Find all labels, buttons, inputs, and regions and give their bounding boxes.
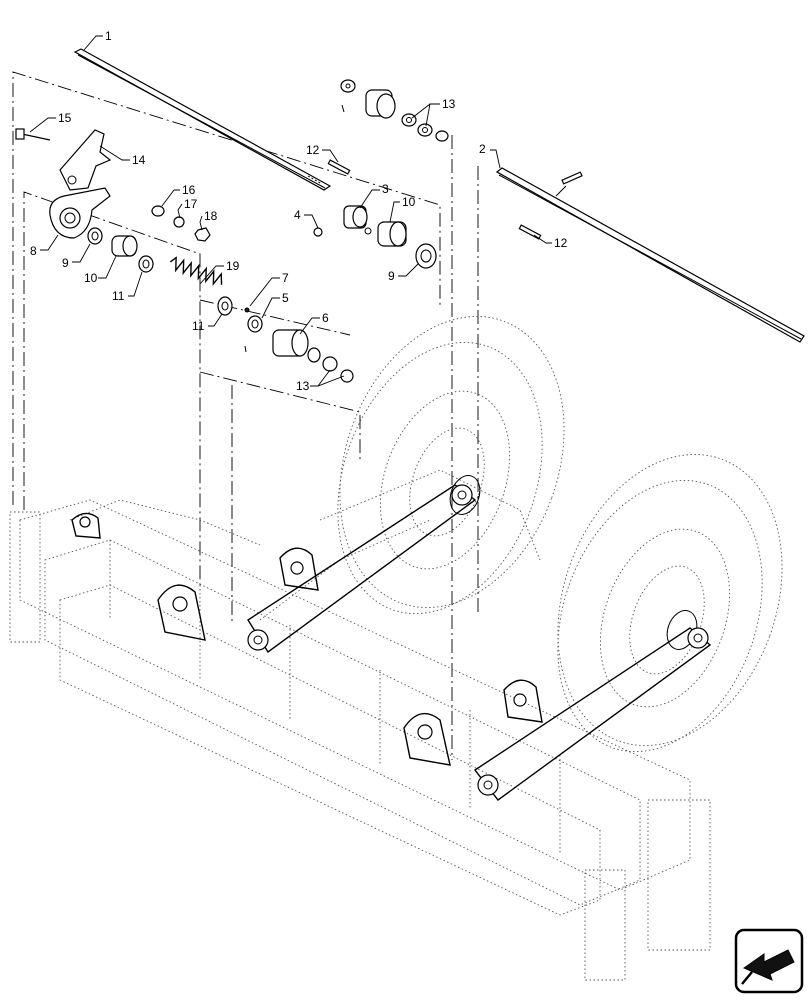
assembly-boundary-lines xyxy=(12,71,479,760)
callout-11-lower: 11 xyxy=(192,319,205,333)
callout-12-upper: 12 xyxy=(306,143,320,157)
callout-13-upper: 13 xyxy=(442,97,456,111)
callout-9-right: 9 xyxy=(388,269,395,283)
lever-arms xyxy=(15,128,112,239)
callout-3: 3 xyxy=(382,182,389,196)
callout-13-lower: 13 xyxy=(296,379,310,393)
hardware-16-17-18 xyxy=(151,205,211,242)
walking-beam-arms xyxy=(71,484,712,801)
top-bearing-assembly xyxy=(340,79,449,142)
callout-labels: 1 2 3 4 5 6 7 8 9 9 10 10 11 11 12 12 13… xyxy=(30,29,568,393)
wheel-right xyxy=(557,454,783,753)
callout-11-left: 11 xyxy=(112,289,125,303)
callout-12-right: 12 xyxy=(554,236,568,250)
callout-19: 19 xyxy=(226,259,240,273)
bushing-and-spring-parts xyxy=(87,227,233,316)
callout-6: 6 xyxy=(322,311,329,325)
callout-15: 15 xyxy=(58,111,72,125)
callout-16: 16 xyxy=(182,183,196,197)
callout-17: 17 xyxy=(184,197,198,211)
page-navigation-arrow-icon[interactable] xyxy=(734,928,804,994)
callout-9-left: 9 xyxy=(62,256,69,270)
callout-5: 5 xyxy=(282,291,289,305)
shaft-1 xyxy=(73,48,332,191)
leader-lines xyxy=(29,35,552,387)
pivot-parts-3-4-9-10 xyxy=(313,205,437,269)
callout-1: 1 xyxy=(105,29,112,43)
callout-10-left: 10 xyxy=(84,271,98,285)
shaft-2 xyxy=(495,167,805,343)
pivot-parts-5-6-7-13 xyxy=(244,307,354,383)
callout-7: 7 xyxy=(282,271,289,285)
callout-14: 14 xyxy=(132,153,146,167)
callout-2: 2 xyxy=(479,142,486,156)
callout-4: 4 xyxy=(294,208,301,222)
callout-18: 18 xyxy=(204,209,218,223)
callout-8: 8 xyxy=(30,244,37,258)
callout-10-right: 10 xyxy=(402,195,416,209)
